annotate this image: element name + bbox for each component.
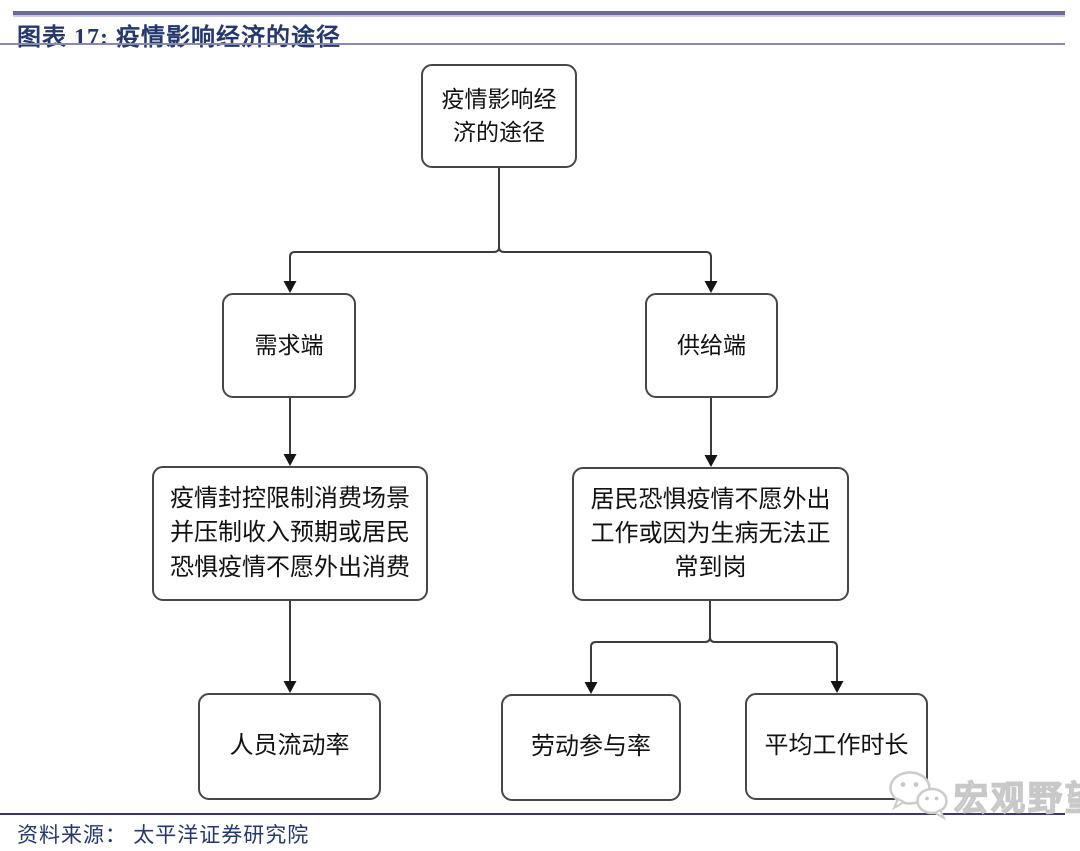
node-demand-detail-label: 疫情封控限制消费场景 并压制收入预期或居民 恐惧疫情不愿外出消费 [170, 485, 410, 581]
node-supply: 供给端 [645, 293, 778, 398]
node-supply-detail: 居民恐惧疫情不愿外出 工作或因为生病无法正 常到岗 [572, 467, 849, 601]
arrow-demand-detail [283, 454, 297, 466]
arrow-participation [584, 682, 598, 694]
node-demand: 需求端 [222, 293, 356, 398]
node-labor-participation-label: 劳动参与率 [531, 733, 651, 761]
watermark-text: 宏观野望 [953, 779, 1080, 818]
figure-title: 图表 17: 疫情影响经济的途径 [17, 25, 341, 51]
title-underline [0, 43, 1065, 45]
arrow-demand [283, 281, 297, 293]
edge-detail-hours [709, 636, 838, 681]
header-rule-light [13, 15, 1065, 17]
node-supply-label: 供给端 [677, 332, 746, 359]
edge-root-supply [498, 246, 712, 281]
node-average-work-hours-label: 平均工作时长 [764, 732, 909, 760]
header-rule-dark [13, 11, 1065, 15]
arrow-mobility [283, 681, 297, 693]
watermark: 宏观野望 [888, 770, 1080, 820]
edge-root-demand [289, 246, 500, 281]
node-supply-detail-label: 居民恐惧疫情不愿外出 工作或因为生病无法正 常到岗 [590, 485, 831, 582]
edge-detail-participation [590, 636, 711, 682]
node-root: 疫情影响经 济的途径 [421, 64, 577, 168]
node-demand-detail: 疫情封控限制消费场景 并压制收入预期或居民 恐惧疫情不愿外出消费 [152, 466, 428, 601]
wechat-icon [889, 771, 948, 820]
node-mobility-rate-label: 人员流动率 [229, 732, 350, 760]
node-root-label: 疫情影响经 济的途径 [441, 86, 557, 145]
arrow-supply [704, 281, 718, 293]
source-note: 资料来源： 太平洋证券研究院 [17, 823, 310, 847]
node-mobility-rate: 人员流动率 [198, 693, 381, 800]
arrow-hours [830, 681, 844, 693]
node-demand-label: 需求端 [254, 332, 324, 359]
footer-divider [0, 813, 1065, 815]
arrow-supply-detail [704, 455, 718, 467]
node-labor-participation: 劳动参与率 [501, 694, 681, 801]
